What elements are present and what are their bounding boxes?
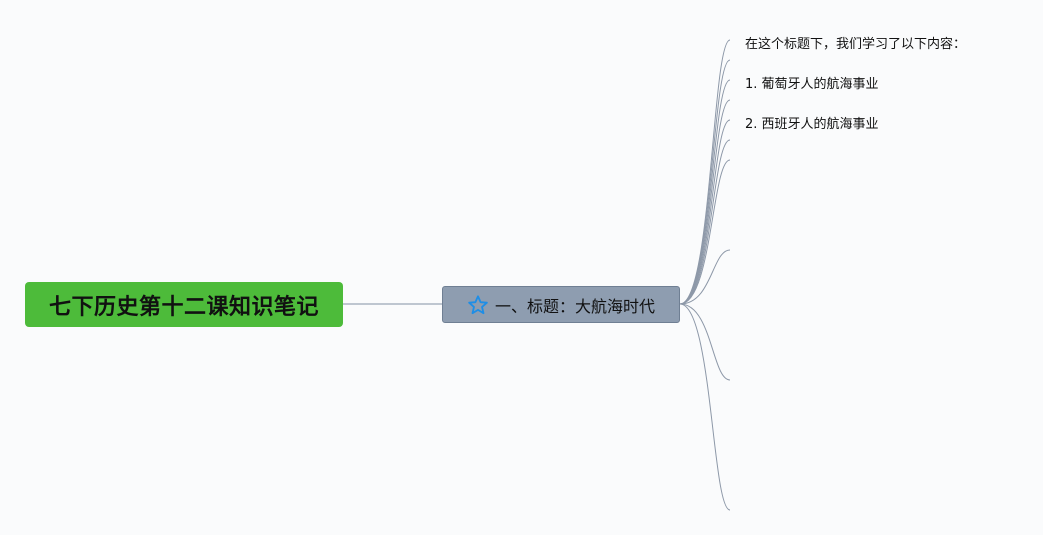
topic-node[interactable]: 一、标题：大航海时代 [442,286,680,323]
topic-branch-line [679,303,731,381]
topic-branch-line [679,59,731,305]
topic-branch-line [679,79,731,305]
topic-branch-line [679,139,731,305]
topic-title: 一、标题：大航海时代 [494,296,655,316]
leaf-intro[interactable]: 在这个标题下，我们学习了以下内容： [745,37,967,52]
leaf-portugal[interactable]: 1. 葡萄牙人的航海事业 [745,77,879,92]
topic-branch-line [679,159,731,305]
star-icon [468,294,488,314]
root-title: 七下历史第十二课知识笔记 [48,294,319,320]
leaf-spain[interactable]: 2. 西班牙人的航海事业 [745,117,879,132]
topic-branch-line [679,39,731,305]
root-node[interactable]: 七下历史第十二课知识笔记 [25,282,343,327]
topic-branch-line [679,303,731,511]
topic-branch-line [679,119,731,305]
topic-branch-line [679,99,731,305]
topic-branch-line [679,249,731,305]
